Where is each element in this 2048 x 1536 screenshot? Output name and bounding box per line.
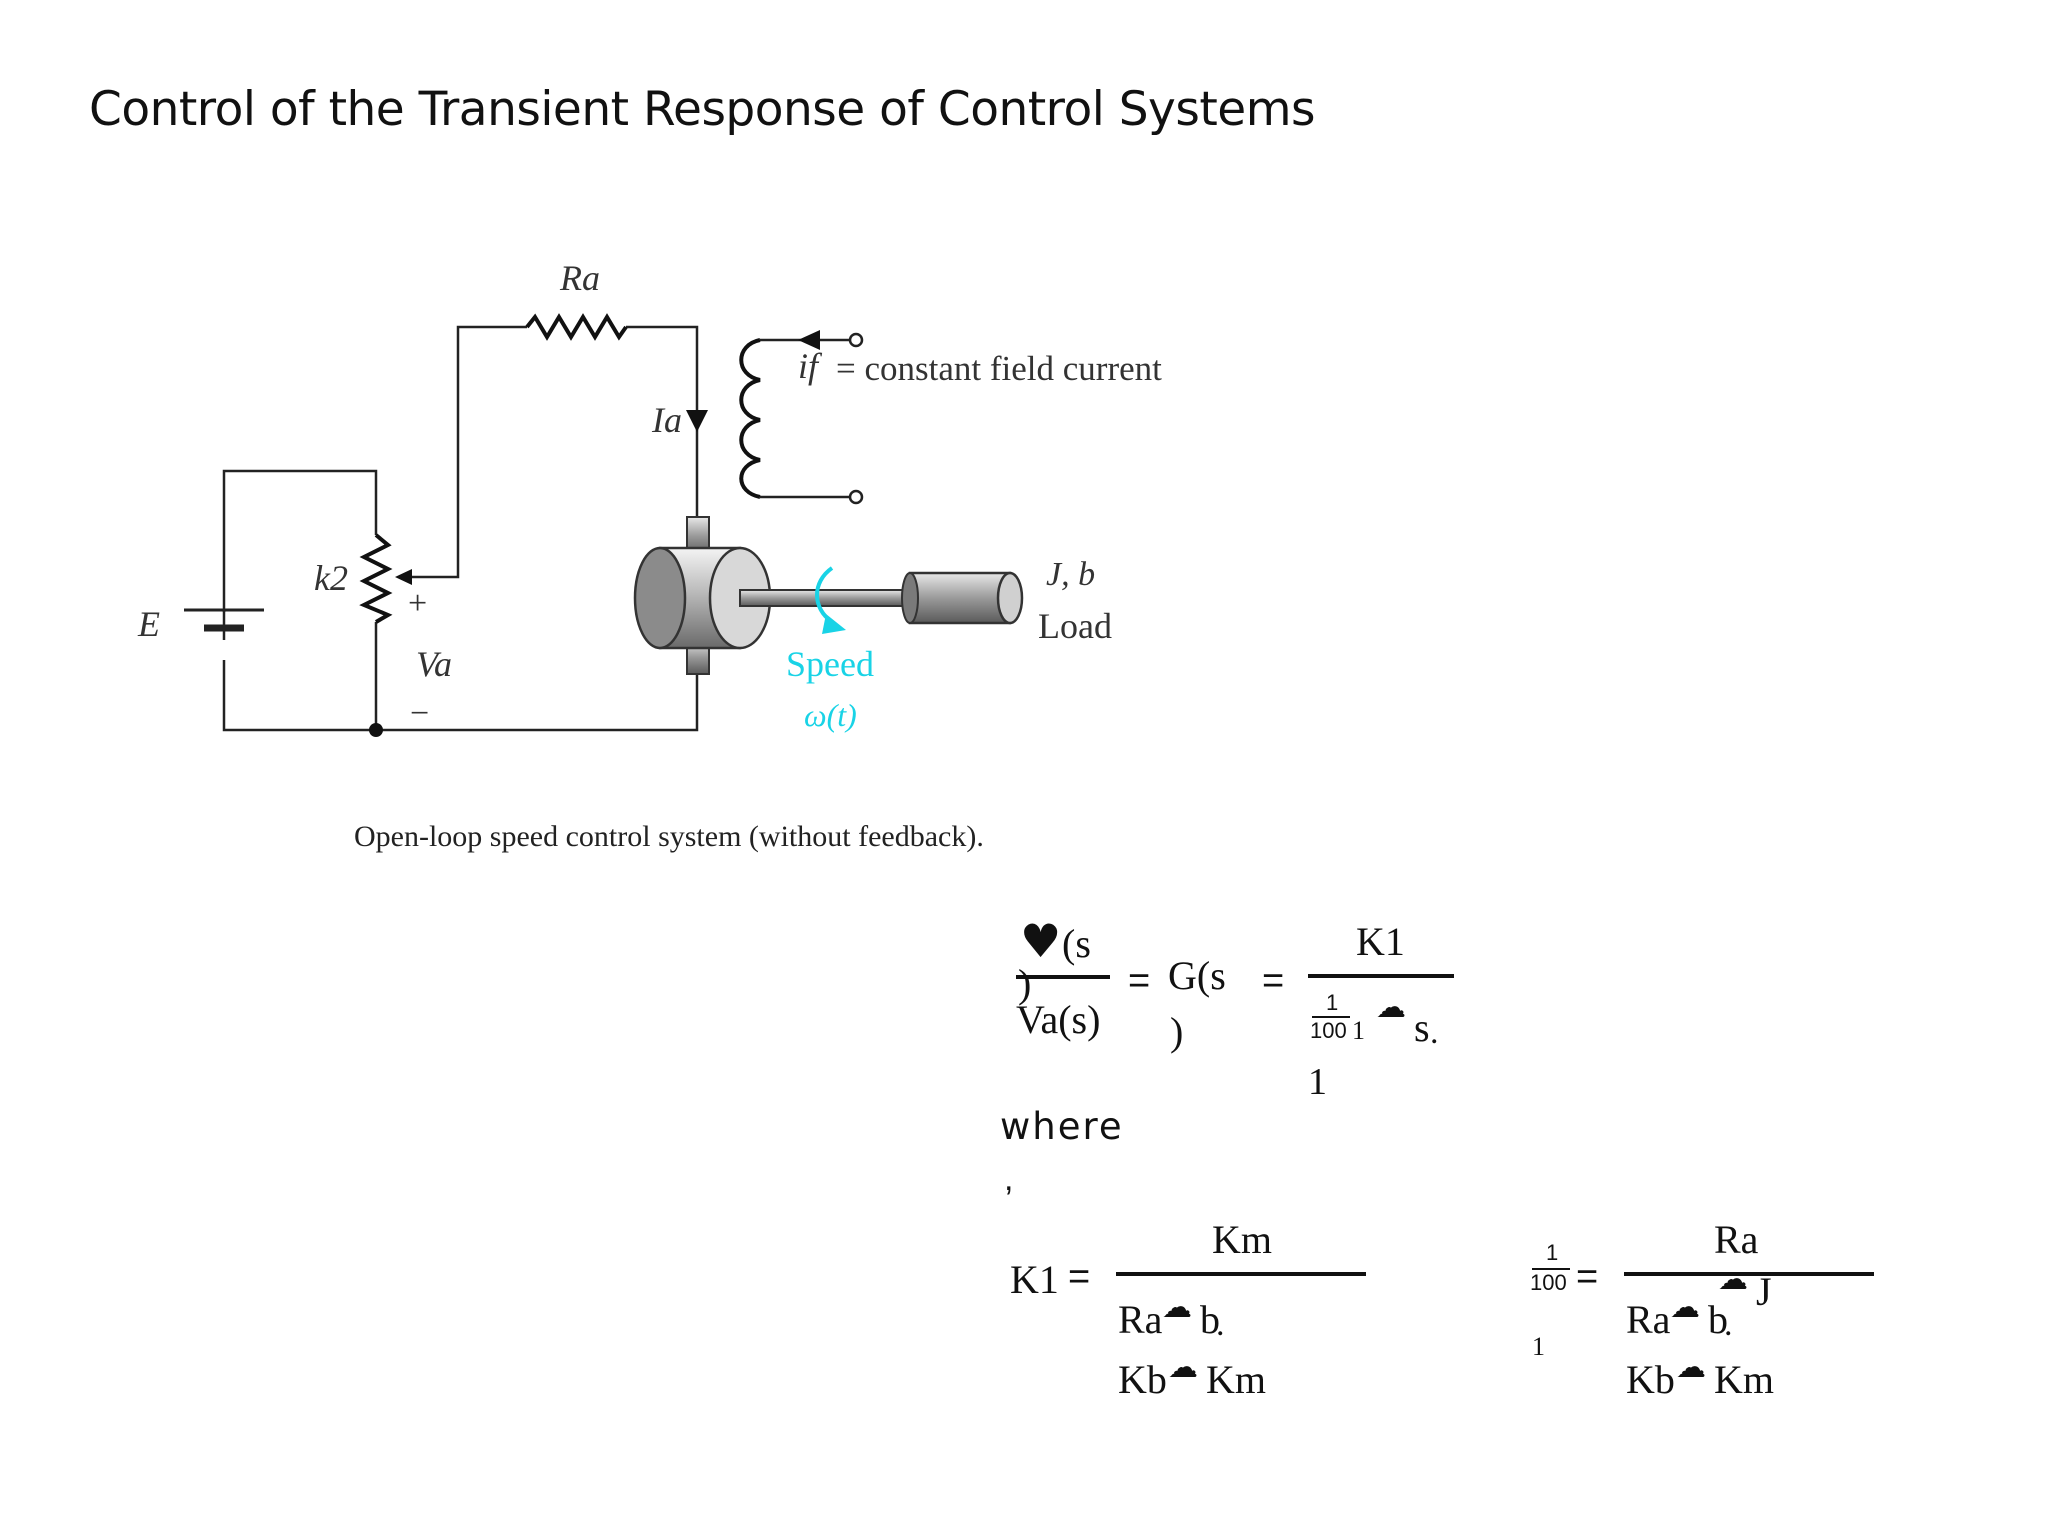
tf-lhs-fraction-bar (1016, 975, 1110, 979)
label-speed: Speed (786, 644, 874, 684)
tf-s: s (1414, 1005, 1430, 1050)
rotation-arrowhead-icon (822, 614, 846, 634)
terminal-bottom (848, 489, 864, 505)
k1-eq: = (1068, 1256, 1091, 1298)
tf-omega-num: (s (1062, 921, 1091, 966)
label-ia: Ia (651, 400, 682, 440)
field-arrow-icon (798, 330, 820, 350)
k1-den-ra: Ra (1118, 1297, 1163, 1342)
diagram-caption: Open-loop speed control system (without … (354, 820, 984, 853)
wiper-arrow-icon (395, 569, 412, 585)
k1-fraction-bar (1116, 1272, 1366, 1276)
field-coil-icon (739, 338, 761, 499)
tau-den-dot: . (1724, 1306, 1733, 1343)
tau-eq: = (1576, 1256, 1599, 1298)
tf-lhs-den: Va(s) (1016, 996, 1100, 1043)
tf-K1: K1 (1356, 919, 1405, 964)
k1-den-dot: . (1216, 1306, 1225, 1343)
label-if: if (798, 346, 823, 386)
potentiometer-icon (359, 533, 393, 624)
cloud-glyph-3: ☁ (1168, 1350, 1198, 1385)
tf-G: G(s (1168, 953, 1226, 998)
label-if-text: = constant field current (836, 349, 1162, 388)
label-plus: + (408, 585, 427, 622)
k1-den-b: b (1200, 1297, 1220, 1342)
terminal-top (848, 332, 864, 348)
k1-den-kb: Kb (1118, 1357, 1167, 1402)
tf-eq1: = (1128, 960, 1151, 1002)
tf-rhs-fraction-bar (1308, 974, 1454, 978)
label-ra: Ra (559, 258, 600, 298)
tf-omega-paren: ) (1018, 961, 1032, 1006)
battery-icon (184, 608, 264, 632)
tf-eq2: = (1262, 960, 1285, 1002)
tf-den-text: Va(s) (1016, 997, 1101, 1042)
label-minus: − (410, 695, 429, 732)
ia-arrow-icon (686, 410, 708, 432)
label-e: E (137, 604, 160, 644)
circuit-wires (222, 325, 850, 732)
tf-den-tail: 1 (1308, 1061, 1327, 1103)
tf-small-1: 1 (1326, 990, 1339, 1015)
k1-num: Km (1212, 1217, 1272, 1262)
tf-den-1: 1 (1352, 1016, 1365, 1045)
cloud-glyph-4: ☁ (1718, 1262, 1748, 1297)
label-jb: J, b (1046, 556, 1095, 593)
tau-num: Ra (1714, 1217, 1759, 1262)
tf-dot: . (1430, 1014, 1439, 1051)
motor-icon (633, 516, 1024, 675)
tf-small-fraction-bar (1312, 1016, 1350, 1018)
omega-heart-glyph: ♥ (1020, 914, 1062, 968)
k1-den-km: Km (1206, 1357, 1266, 1402)
tau-den-ra: Ra (1626, 1297, 1671, 1342)
junction-dot (369, 723, 383, 737)
tau-small-1: 1 (1546, 1240, 1559, 1265)
tau-tail-1: 1 (1532, 1332, 1545, 1361)
tau-small-fraction-bar (1532, 1268, 1570, 1270)
label-k2: k2 (314, 558, 348, 598)
cloud-glyph-6: ☁ (1676, 1350, 1706, 1385)
where-label: where (1000, 1105, 1124, 1148)
label-omega: ω(t) (804, 697, 857, 733)
where-comma: , (1004, 1160, 1014, 1198)
tau-small-100: 100 (1530, 1270, 1567, 1295)
tau-J: J (1756, 1269, 1772, 1314)
label-va: Va (416, 644, 452, 684)
tau-den-km: Km (1714, 1357, 1774, 1402)
page-title: Control of the Transient Response of Con… (89, 82, 1315, 137)
tau-den-kb: Kb (1626, 1357, 1675, 1402)
label-load: Load (1038, 606, 1112, 646)
tf-G-paren: ) (1170, 1009, 1184, 1054)
resistor-ra-icon (525, 313, 628, 341)
tau-fraction-bar (1624, 1272, 1874, 1276)
cloud-glyph-5: ☁ (1670, 1290, 1700, 1325)
k1-lhs: K1 (1010, 1257, 1059, 1302)
tau-den-b: b (1708, 1297, 1728, 1342)
cloud-glyph-2: ☁ (1162, 1290, 1192, 1325)
tf-small-100: 100 (1310, 1018, 1347, 1043)
cloud-glyph-1: ☁ (1376, 990, 1406, 1025)
